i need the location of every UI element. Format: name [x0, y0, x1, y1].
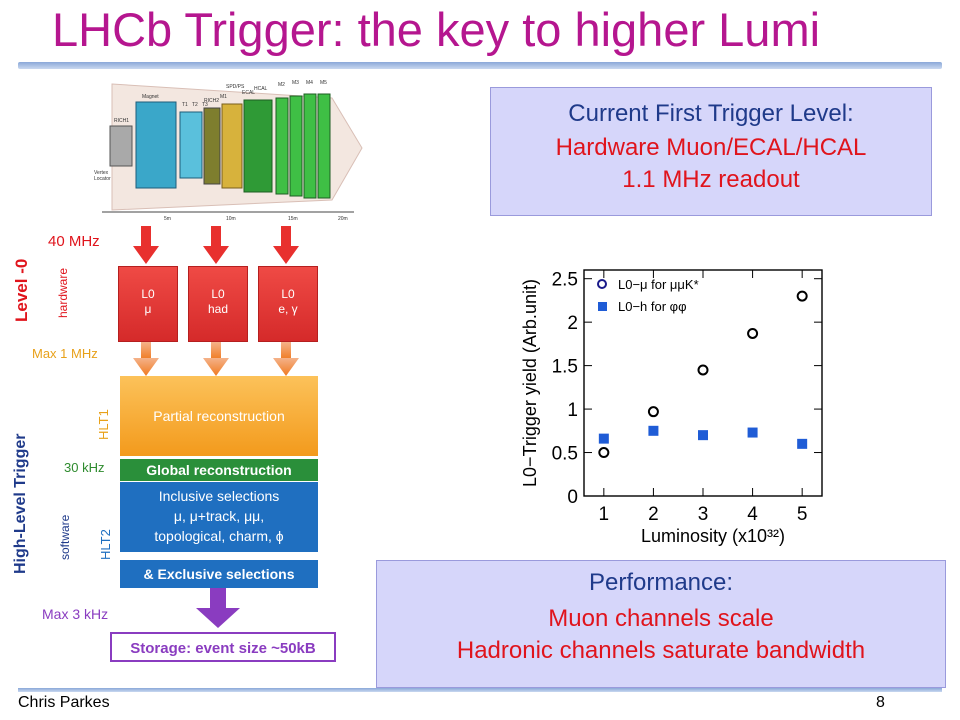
l0-output-arrows — [133, 342, 299, 376]
input-arrows — [133, 226, 299, 264]
x-axis-label: Luminosity (x10³²) — [641, 526, 785, 546]
detector-label: T1 — [182, 102, 188, 108]
detector-label: RICH2 — [204, 98, 219, 104]
data-point-hadron — [698, 430, 708, 441]
detector-label: Vertex — [94, 170, 109, 176]
level0-label: Level -0 — [12, 258, 31, 322]
detector-label: Locator — [94, 176, 111, 182]
y-tick-label: 2 — [567, 313, 578, 334]
detector-axis-label: 20m — [338, 216, 348, 222]
detector-label: RICH1 — [114, 118, 129, 124]
legend-label: L0−h for φφ — [618, 299, 687, 314]
hlt-label: High-Level Trigger — [12, 433, 29, 574]
data-point-muon — [598, 447, 610, 459]
l0-electron-gamma-box: L0 e, γ — [258, 266, 318, 342]
l0-muon-box: L0 μ — [118, 266, 178, 342]
l0-hadron-box: L0 had — [188, 266, 248, 342]
detector-label: M1 — [220, 94, 227, 100]
detector-axis-label: 5m — [164, 216, 171, 222]
x-tick-label: 4 — [747, 504, 758, 525]
storage-arrow — [196, 588, 240, 628]
detector-label: SPD/PS — [226, 84, 245, 90]
data-point-muon — [747, 327, 759, 339]
legend-label: L0−μ for μμK* — [618, 277, 699, 292]
legend-marker — [597, 279, 607, 289]
first-trigger-info-box: Current First Trigger Level: Hardware Mu… — [490, 87, 932, 216]
first-trigger-hardware: Hardware Muon/ECAL/HCAL — [555, 134, 867, 161]
inclusive-line-3: topological, charm, ϕ — [154, 528, 284, 544]
performance-hadronic: Hadronic channels saturate bandwidth — [456, 637, 866, 664]
data-point-hadron — [747, 427, 758, 438]
detector-label: HCAL — [254, 86, 268, 92]
detector-label: T2 — [192, 102, 198, 108]
lhcb-detector-image: RICH1 Magnet SPD/PS ECAL HCAL RICH2 M1 M… — [92, 74, 372, 222]
detector-label: M5 — [320, 80, 327, 86]
inclusive-selections-box: Inclusive selections μ, μ+track, μμ, top… — [120, 482, 318, 552]
x-tick-label: 5 — [797, 504, 808, 525]
detector-label: M4 — [306, 80, 313, 86]
first-trigger-readout: 1.1 MHz readout — [622, 166, 800, 193]
slide-title: LHCb Trigger: the key to higher Lumi — [52, 3, 821, 56]
page-number: 8 — [876, 694, 885, 711]
footer-author: Chris Parkes — [18, 694, 110, 711]
detector-label: T3 — [202, 102, 208, 108]
y-tick-label: 2.5 — [552, 270, 578, 291]
footer-divider — [18, 688, 942, 692]
level0-sublabel: hardware — [56, 267, 70, 318]
y-tick-label: 0.5 — [552, 444, 578, 465]
y-axis-label: L0−Trigger yield (Arb.unit) — [520, 279, 540, 487]
detector-label: M3 — [292, 80, 299, 86]
legend-marker — [598, 302, 607, 311]
detector-label: M2 — [278, 82, 285, 88]
hlt1-label: HLT1 — [96, 409, 111, 440]
partial-reconstruction-box: Partial reconstruction — [120, 376, 318, 456]
x-tick-label: 1 — [599, 504, 610, 525]
data-point-muon — [697, 364, 709, 376]
data-point-muon — [647, 406, 659, 418]
performance-info-box: Performance: Muon channels scale Hadroni… — [376, 560, 946, 688]
inclusive-line-2: μ, μ+track, μμ, — [173, 508, 265, 524]
data-point-hadron — [648, 425, 659, 436]
detector-axis-label: 10m — [226, 216, 236, 222]
x-tick-label: 2 — [648, 504, 659, 525]
data-point-hadron — [797, 438, 808, 449]
rate-max-1mhz: Max 1 MHz — [32, 346, 98, 361]
rate-40mhz: 40 MHz — [48, 233, 100, 250]
first-trigger-heading: Current First Trigger Level: — [568, 100, 854, 127]
storage-box: Storage: event size ~50kB — [110, 632, 336, 662]
exclusive-selections-box: & Exclusive selections — [120, 560, 318, 588]
performance-heading: Performance: — [588, 569, 734, 596]
inclusive-line-1: Inclusive selections — [158, 488, 280, 504]
rate-max-3khz: Max 3 kHz — [42, 606, 109, 622]
performance-muon: Muon channels scale — [548, 605, 774, 632]
x-tick-label: 3 — [698, 504, 709, 525]
detector-label: ECAL — [242, 90, 255, 96]
y-tick-label: 0 — [567, 487, 578, 508]
hlt2-label: HLT2 — [98, 529, 113, 560]
title-divider — [18, 62, 942, 69]
detector-label: Magnet — [142, 94, 159, 100]
y-tick-label: 1 — [567, 400, 578, 421]
detector-axis-label: 15m — [288, 216, 298, 222]
hlt-sublabel: software — [58, 514, 72, 560]
global-reconstruction-box: Global reconstruction — [120, 459, 318, 481]
data-point-hadron — [598, 433, 609, 444]
data-point-muon — [796, 290, 808, 302]
y-tick-label: 1.5 — [552, 357, 578, 378]
rate-30khz: 30 kHz — [64, 460, 105, 475]
